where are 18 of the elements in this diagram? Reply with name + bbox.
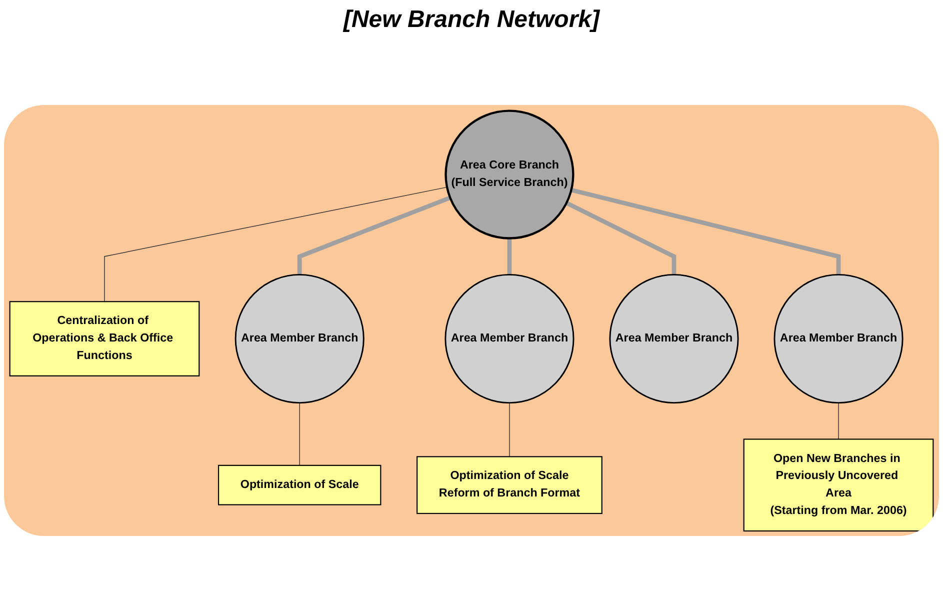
node-circle: Area Member Branch [609, 274, 739, 404]
connector [299, 402, 300, 466]
connector [297, 195, 451, 274]
node-box: Optimization of Scale [218, 464, 382, 505]
connector [570, 187, 841, 274]
node-circle: Area Core Branch (Full Service Branch) [444, 109, 574, 239]
node-box: Open New Branches in Previously Uncovered Area (Starting from Mar. 2006) [743, 438, 934, 532]
connector [104, 186, 448, 302]
node-box: Centralization of Operations & Back Office Functions [9, 300, 200, 376]
connector [838, 402, 839, 440]
connector [566, 200, 676, 274]
node-circle: Area Member Branch [774, 274, 904, 404]
connector [507, 238, 512, 274]
node-circle: Area Member Branch [444, 274, 574, 404]
diagram-title: [New Branch Network] [342, 6, 602, 34]
connector [509, 402, 510, 457]
node-circle: Area Member Branch [234, 274, 364, 404]
node-box: Optimization of Scale Reform of Branch Format [416, 456, 602, 514]
